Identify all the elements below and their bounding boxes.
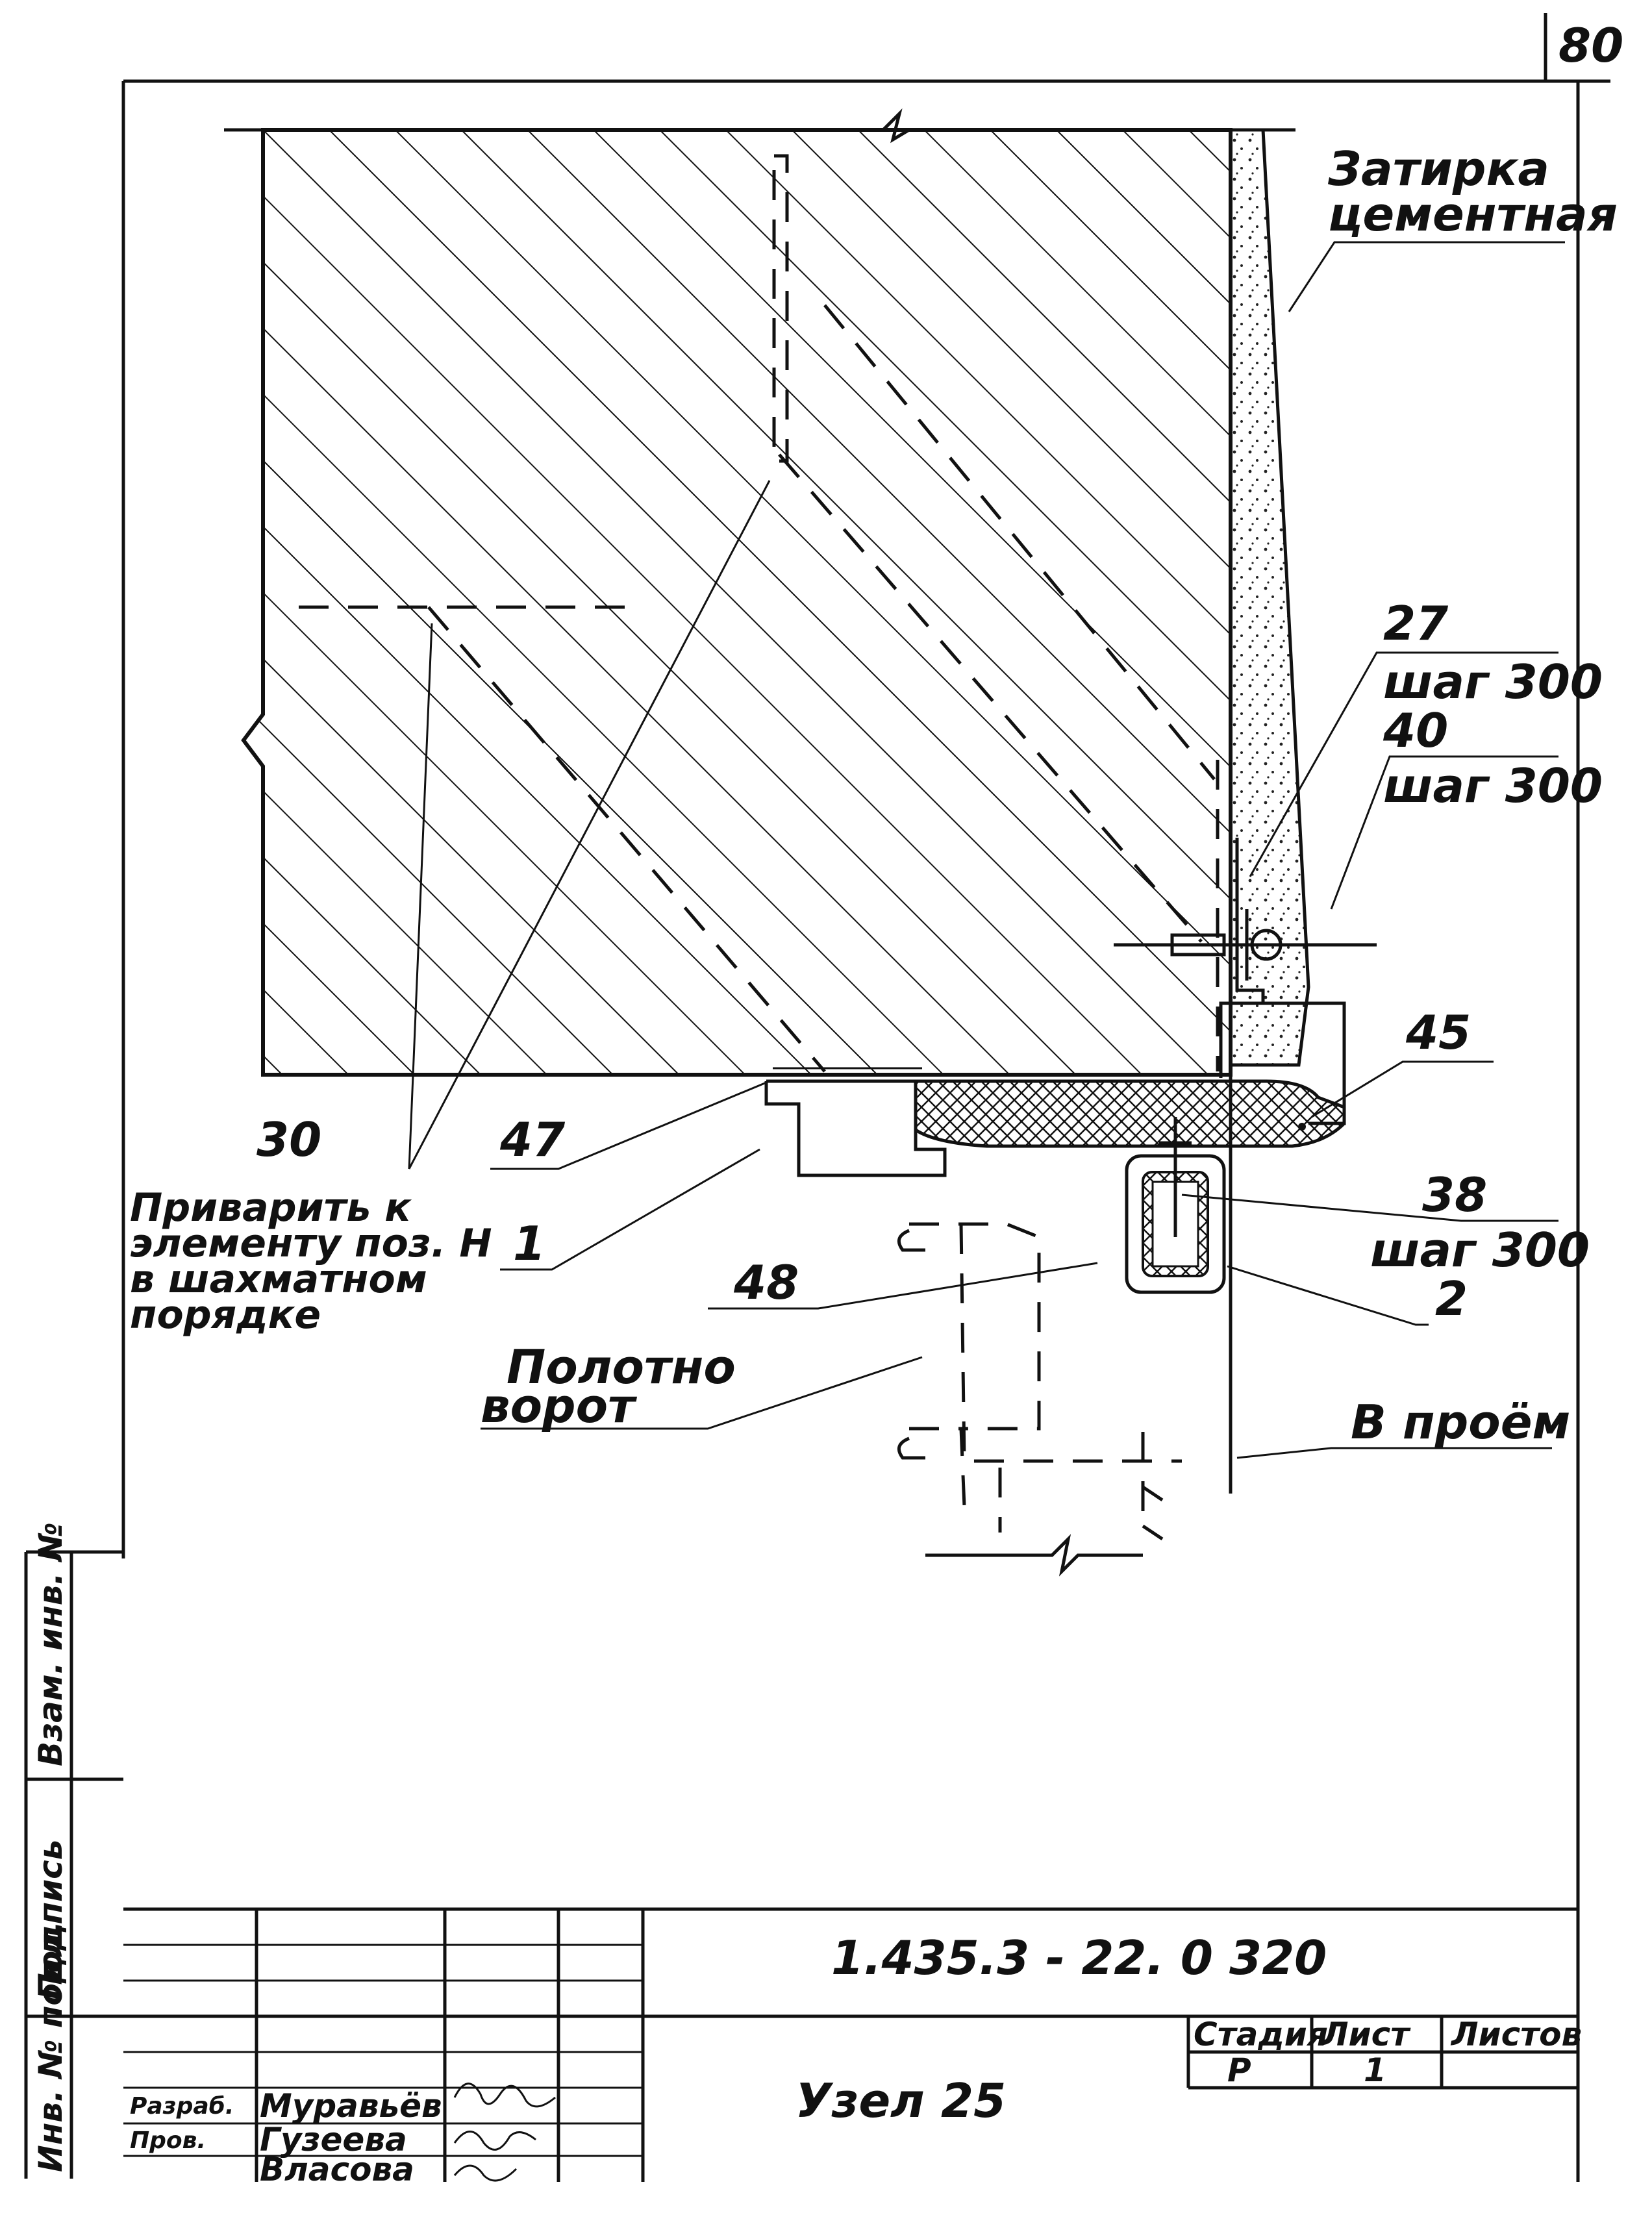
label-weld-2: элементу поз. Н <box>130 1221 492 1266</box>
label-pos45: 45 <box>1405 1005 1471 1060</box>
label-pos27: 27 <box>1383 596 1448 651</box>
stamp-label-1: Взам. инв. № <box>32 1522 69 1766</box>
role-2: Пров. <box>130 2127 206 2154</box>
label-pos38: 38 <box>1422 1168 1487 1222</box>
stamp-label-2: Подпись <box>32 1840 69 2000</box>
label-pos47: 47 <box>499 1112 565 1167</box>
signature-1 <box>453 2083 556 2108</box>
break-line <box>925 1534 1143 1577</box>
stamp-label-3: Инв. № подл. <box>32 1921 69 2172</box>
cement-plaster-layer <box>1229 128 1310 1067</box>
sheet-header: Лист <box>1320 2016 1411 2053</box>
signature-3 <box>453 2164 518 2182</box>
label-pos38-step: шаг 300 <box>1370 1223 1590 1277</box>
gate-leaf <box>897 1222 1182 1541</box>
stage-header: Стадия <box>1194 2016 1328 2053</box>
label-pos30: 30 <box>257 1112 321 1167</box>
label-weld-1: Приварить к <box>130 1185 412 1231</box>
name-3: Власова <box>260 2151 414 2188</box>
signature-2 <box>453 2131 536 2151</box>
side-stamp: Взам. инв. № Подпись Инв. № подл. <box>24 1522 123 2179</box>
label-cement-2: цементная <box>1328 187 1618 242</box>
label-opening: В проём <box>1351 1395 1570 1449</box>
seal-strip <box>914 1079 1346 1148</box>
label-pos2: 2 <box>1435 1271 1468 1326</box>
label-cement-1: Затирка <box>1327 142 1549 196</box>
frame-profile-1 <box>764 1067 1231 1177</box>
name-1: Муравьёв <box>260 2087 442 2125</box>
label-pos40: 40 <box>1383 703 1448 758</box>
sheet-value: 1 <box>1364 2051 1386 2089</box>
dowel-anchor <box>1114 909 1377 981</box>
sheet-number: 80 <box>1558 18 1623 73</box>
label-pos40-step: шаг 300 <box>1383 758 1603 813</box>
title-block: 1.435.3 - 22. 0 320 Узел 25 Стадия Лист … <box>123 1907 1582 2188</box>
leader-lines <box>408 241 1565 1459</box>
label-pos1: 1 <box>513 1216 545 1271</box>
callout-labels: Затирка цементная 27 шаг 300 40 шаг 300 … <box>130 142 1618 1449</box>
label-gate-1: Полотно <box>507 1340 736 1394</box>
label-pos48: 48 <box>733 1255 799 1310</box>
label-gate-2: ворот <box>481 1379 638 1433</box>
label-weld-4: порядке <box>130 1292 321 1338</box>
role-1: Разраб. <box>130 2093 234 2120</box>
anchor-dashed-lines <box>299 154 1220 1073</box>
stage-value: Р <box>1227 2051 1251 2089</box>
label-weld-3: в шахматном <box>130 1257 427 1302</box>
sheets-header: Листов <box>1450 2016 1582 2053</box>
label-pos27-step: шаг 300 <box>1383 655 1603 709</box>
masonry-wall <box>224 108 1295 1077</box>
doc-code: 1.435.3 - 22. 0 320 <box>831 1931 1327 1985</box>
name-2: Гузеева <box>260 2121 407 2159</box>
node-title: Узел 25 <box>795 2073 1006 2128</box>
sheet-frame <box>121 13 1610 2182</box>
